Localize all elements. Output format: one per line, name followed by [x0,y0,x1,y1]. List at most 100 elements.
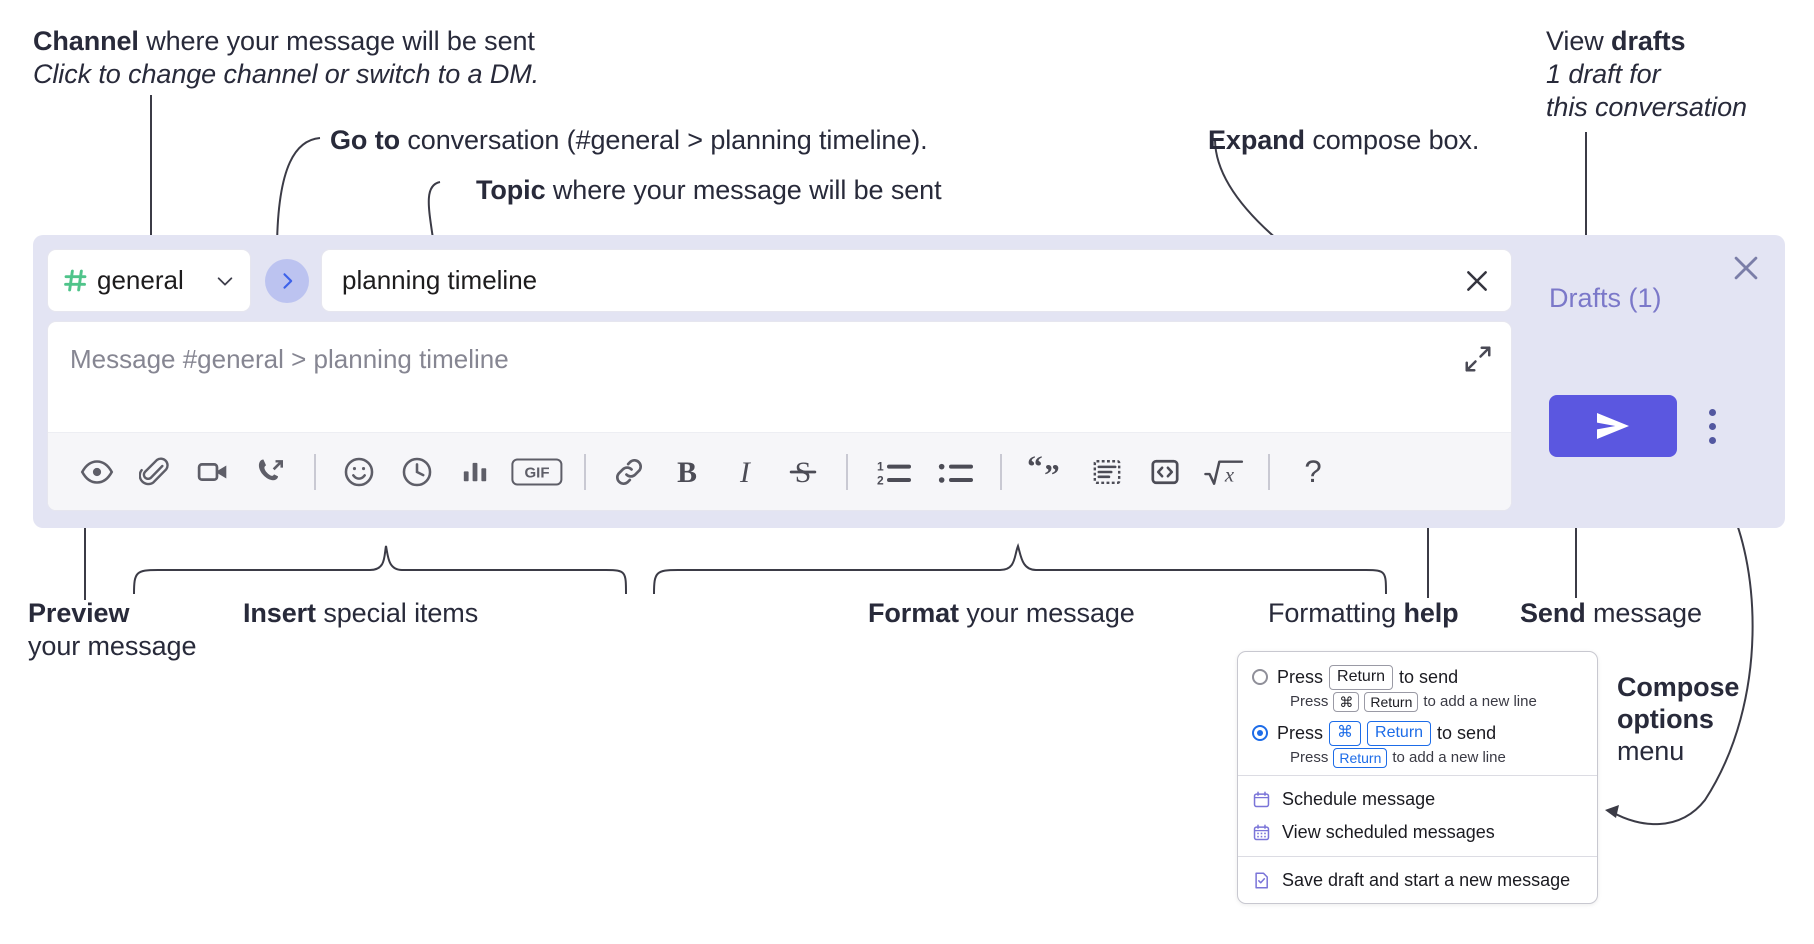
close-icon [1467,270,1487,291]
channel-selector[interactable]: general [47,249,251,312]
annotation-drafts-sub2: this conversation [1546,91,1747,122]
ordered-list-icon: 1 2 [877,459,911,487]
option1-key-return: Return [1329,665,1394,690]
calendar-schedule-icon [1253,791,1270,808]
expand-compose-button[interactable] [1463,344,1493,374]
compose-options-button[interactable] [1697,400,1727,452]
menu-item-save-draft[interactable]: Save draft and start a new message [1238,864,1597,897]
blockquote-button[interactable]: “ ” [1016,443,1078,501]
annotation-expand-rest: compose box. [1304,125,1480,155]
close-widget-button[interactable] [1729,251,1763,285]
option2-pre: Press [1277,722,1324,743]
annotation-preview-bold: Preview [28,598,130,628]
recent-button[interactable] [388,443,446,501]
annotation-help-bold: help [1403,598,1459,628]
poll-button[interactable] [446,443,504,501]
preview-icon [80,459,114,484]
menu-divider-1 [1238,774,1597,776]
svg-text:“: “ [1027,455,1043,483]
separator-5 [1268,453,1270,490]
code-inline-icon [1151,459,1179,484]
italic-icon: I [739,455,752,488]
strikethrough-button[interactable]: S [774,443,832,501]
separator-3 [846,453,848,490]
svg-text:1: 1 [877,459,884,473]
annotation-topic-bold: Topic [476,175,546,205]
annotation-help-lead: Formatting [1268,598,1404,628]
svg-text:B: B [677,455,697,488]
clear-topic-button[interactable] [1461,265,1493,297]
compose-options-menu: Press Return to send Press ⌘ Return to a… [1237,651,1598,904]
radio-button-unselected[interactable] [1252,669,1268,686]
annotation-channel: Channel where your message will be sent … [33,25,539,91]
attach-file-button[interactable] [126,443,184,501]
code-block-icon [1093,459,1121,484]
attachment-paperclip-icon [139,456,169,485]
annotation-drafts-bold: drafts [1611,26,1686,56]
go-to-conversation-button[interactable] [265,258,309,303]
save-draft-icon [1255,872,1268,889]
annotation-compose-line2: options [1617,703,1714,734]
destination-row: general planning timeline [47,249,1512,312]
annotation-send-rest: message [1585,598,1702,628]
italic-button[interactable]: I [716,443,774,501]
menu-item-label: Schedule message [1282,788,1436,809]
option2-post: to send [1437,722,1497,743]
menu-option-cmd-return-to-send[interactable]: Press ⌘ Return to send [1238,718,1597,746]
link-icon [616,458,642,485]
annotation-channel-rest: where your message will be sent [138,26,535,56]
annotation-compose-line3: menu [1617,735,1685,766]
audio-clip-button[interactable] [242,443,300,501]
code-block-button[interactable] [1078,443,1136,501]
code-inline-button[interactable] [1136,443,1194,501]
annotation-goto: Go to conversation (#general > planning … [330,124,928,157]
annotation-preview-sub: your message [28,630,197,661]
menu-option-return-to-send[interactable]: Press Return to send [1238,662,1597,690]
topic-input[interactable]: planning timeline [321,249,1512,312]
annotation-formatting-help: Formatting help [1268,597,1459,630]
bulleted-list-button[interactable] [924,443,986,501]
message-input-box[interactable]: Message #general > planning timeline [47,321,1512,511]
annotation-goto-rest: conversation (#general > planning timeli… [399,125,928,155]
menu-item-view-scheduled-messages[interactable]: View scheduled messages [1238,816,1597,849]
emoji-button[interactable] [330,443,388,501]
ordered-list-button[interactable]: 1 2 [862,443,924,501]
compose-inner: general planning timeline [33,235,1526,528]
annotation-drafts-lead: View [1546,26,1612,56]
formatting-toolbar: GIF B I [48,432,1511,510]
option1-sub-key-return: Return [1364,691,1419,712]
option1-sub-post: to add a new line [1423,693,1537,711]
bold-button[interactable]: B [658,443,716,501]
annotation-preview: Preview your message [28,597,196,663]
radio-button-selected[interactable] [1252,725,1268,742]
math-formula-icon: x [1204,459,1244,486]
gif-button[interactable]: GIF [504,443,570,501]
annotation-goto-bold: Go to [330,125,400,155]
separator-4 [1000,453,1002,490]
math-button[interactable]: x [1194,443,1254,501]
preview-button[interactable] [68,443,126,501]
annotation-drafts-sub1: 1 draft for [1546,58,1661,89]
expand-icon [1465,346,1491,372]
chevron-right-icon [283,272,293,289]
annotation-topic-rest: where your message will be sent [545,175,942,205]
annotation-format-rest: your message [958,598,1135,628]
annotation-format: Format your message [868,597,1135,630]
send-message-button[interactable] [1549,395,1677,457]
strikethrough-icon: S [789,455,817,488]
video-clip-button[interactable] [184,443,242,501]
emoji-smiley-icon [344,457,374,486]
formatting-help-button[interactable]: ? [1284,443,1342,501]
clock-icon [402,457,432,486]
bulleted-list-icon [938,463,973,483]
svg-text:2: 2 [877,473,884,487]
option1-sub-pre: Press [1290,693,1329,711]
annotation-insert-bold: Insert [243,598,316,628]
menu-item-schedule-message[interactable]: Schedule message [1238,783,1597,816]
annotation-channel-bold: Channel [33,26,139,56]
drafts-link[interactable]: Drafts (1) [1549,283,1662,313]
link-button[interactable] [600,443,658,501]
calendar-grid-icon [1253,824,1270,841]
option2-sub-pre: Press [1290,749,1329,767]
close-icon [1734,256,1758,280]
